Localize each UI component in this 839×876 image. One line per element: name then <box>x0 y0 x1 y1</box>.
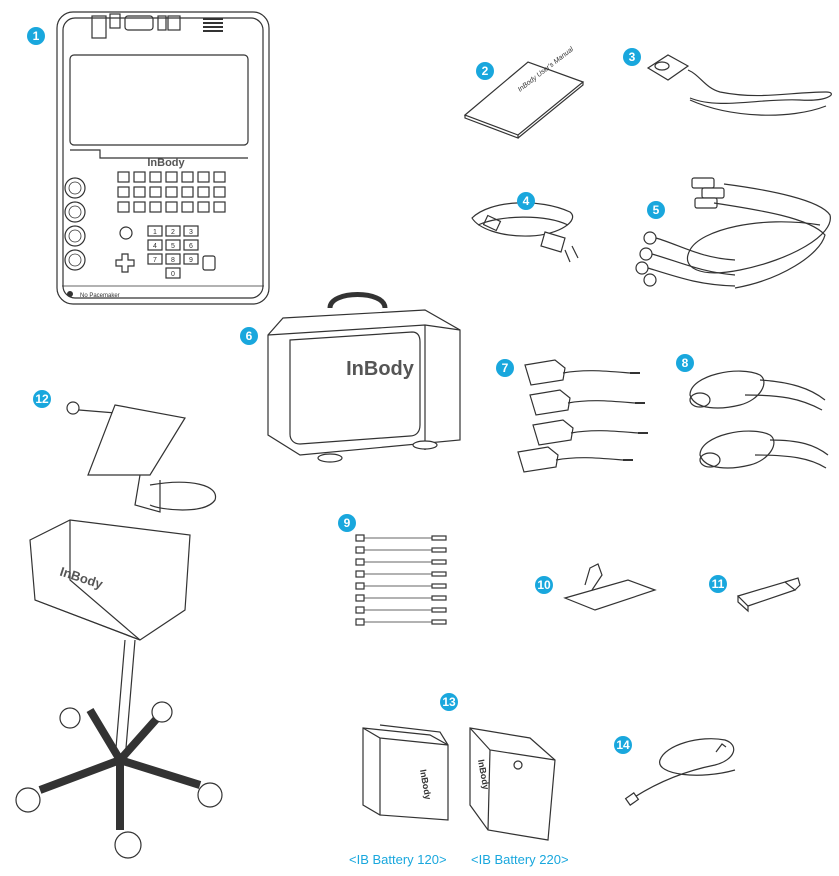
item-badge-9: 9 <box>338 514 356 532</box>
device-keypad-key <box>165 239 181 251</box>
item-badge-13: 13 <box>440 693 458 711</box>
touch-clip <box>355 546 447 554</box>
carrying-case: InBody <box>267 292 461 463</box>
device-function-key <box>197 171 210 183</box>
device-keypad-label: 4 <box>153 243 157 250</box>
device-keypad-key <box>183 239 199 251</box>
item-badge-8: 8 <box>676 354 694 372</box>
device-keypad-key <box>147 225 163 237</box>
hand-electrode <box>517 446 633 473</box>
device-function-key <box>181 171 194 183</box>
item-badge-1: 1 <box>27 27 45 45</box>
hand-electrodes <box>517 359 648 473</box>
electrode-leads <box>635 177 831 289</box>
device-function-key <box>213 171 226 183</box>
device-keypad-key <box>165 267 181 279</box>
device-function-key <box>117 186 130 198</box>
item-badge-2: 2 <box>476 62 494 80</box>
item-badge-5: 5 <box>647 201 665 219</box>
item-badge-6: 6 <box>240 327 258 345</box>
device-keypad-key <box>165 253 181 265</box>
device-keypad-label: 0 <box>171 271 175 278</box>
touch-clip <box>355 534 447 542</box>
device-function-key <box>117 171 130 183</box>
device-keypad-label: 9 <box>189 257 193 264</box>
item-badge-3: 3 <box>623 48 641 66</box>
touch-clip <box>355 594 447 602</box>
caption-battery-120: <IB Battery 120> <box>349 852 447 867</box>
touch-clip <box>355 570 447 578</box>
lanyard-cable <box>624 738 736 806</box>
device-function-key <box>197 186 210 198</box>
device-function-key <box>197 201 210 213</box>
usb-stick <box>736 577 801 613</box>
device-function-key <box>149 171 162 183</box>
device-keypad-label: 3 <box>189 229 193 236</box>
device-function-key <box>181 186 194 198</box>
device-keypad-label: 2 <box>171 229 175 236</box>
item-badge-14: 14 <box>614 736 632 754</box>
device-function-key <box>133 201 146 213</box>
item-badge-11: 11 <box>709 575 727 593</box>
protective-film <box>563 563 657 611</box>
user-manual: InBody User's Manual <box>463 46 585 139</box>
device-function-key <box>165 201 178 213</box>
no-pacemaker-text: No Pacemaker <box>80 293 120 299</box>
device-function-key <box>117 201 130 213</box>
sensor-cable <box>646 54 832 116</box>
device-keypad-label: 5 <box>171 243 175 250</box>
power-cord <box>471 202 579 263</box>
item-badge-12: 12 <box>33 390 51 408</box>
touch-clip <box>355 582 447 590</box>
item-badge-10: 10 <box>535 576 553 594</box>
device-keypad-label: 8 <box>171 257 175 264</box>
device-function-key <box>165 171 178 183</box>
device-function-key <box>181 201 194 213</box>
device-keypad-key <box>183 253 199 265</box>
item-badge-4: 4 <box>517 192 535 210</box>
batteries: InBody InBody <box>362 724 556 841</box>
device-keypad-label: 6 <box>189 243 193 250</box>
device-function-key <box>149 201 162 213</box>
device-function-key <box>133 171 146 183</box>
hand-electrode <box>532 419 648 446</box>
touch-clip <box>355 606 447 614</box>
device-keypad-key <box>147 239 163 251</box>
device-keypad-label: 7 <box>153 257 157 264</box>
clip-electrodes <box>689 370 829 469</box>
touch-clip <box>355 618 447 626</box>
mobile-cart: InBody <box>15 401 223 859</box>
device-function-key <box>213 201 226 213</box>
device-keypad-label: 1 <box>153 229 157 236</box>
inbody-device: InBody 1 2 3 4 5 6 7 8 9 0 No Pacemaker <box>56 11 270 305</box>
device-function-key <box>133 186 146 198</box>
device-keypad-key <box>165 225 181 237</box>
touch-clip <box>355 558 447 566</box>
item-badge-7: 7 <box>496 359 514 377</box>
device-logo: InBody <box>147 157 185 169</box>
device-function-key <box>149 186 162 198</box>
touch-clips <box>355 534 447 626</box>
case-logo: InBody <box>346 358 415 380</box>
caption-battery-220: <IB Battery 220> <box>471 852 569 867</box>
device-function-key <box>213 186 226 198</box>
device-keypad-key <box>147 253 163 265</box>
hand-electrode <box>524 359 640 386</box>
hand-electrode <box>529 389 645 416</box>
device-function-key <box>165 186 178 198</box>
device-keypad-key <box>183 225 199 237</box>
